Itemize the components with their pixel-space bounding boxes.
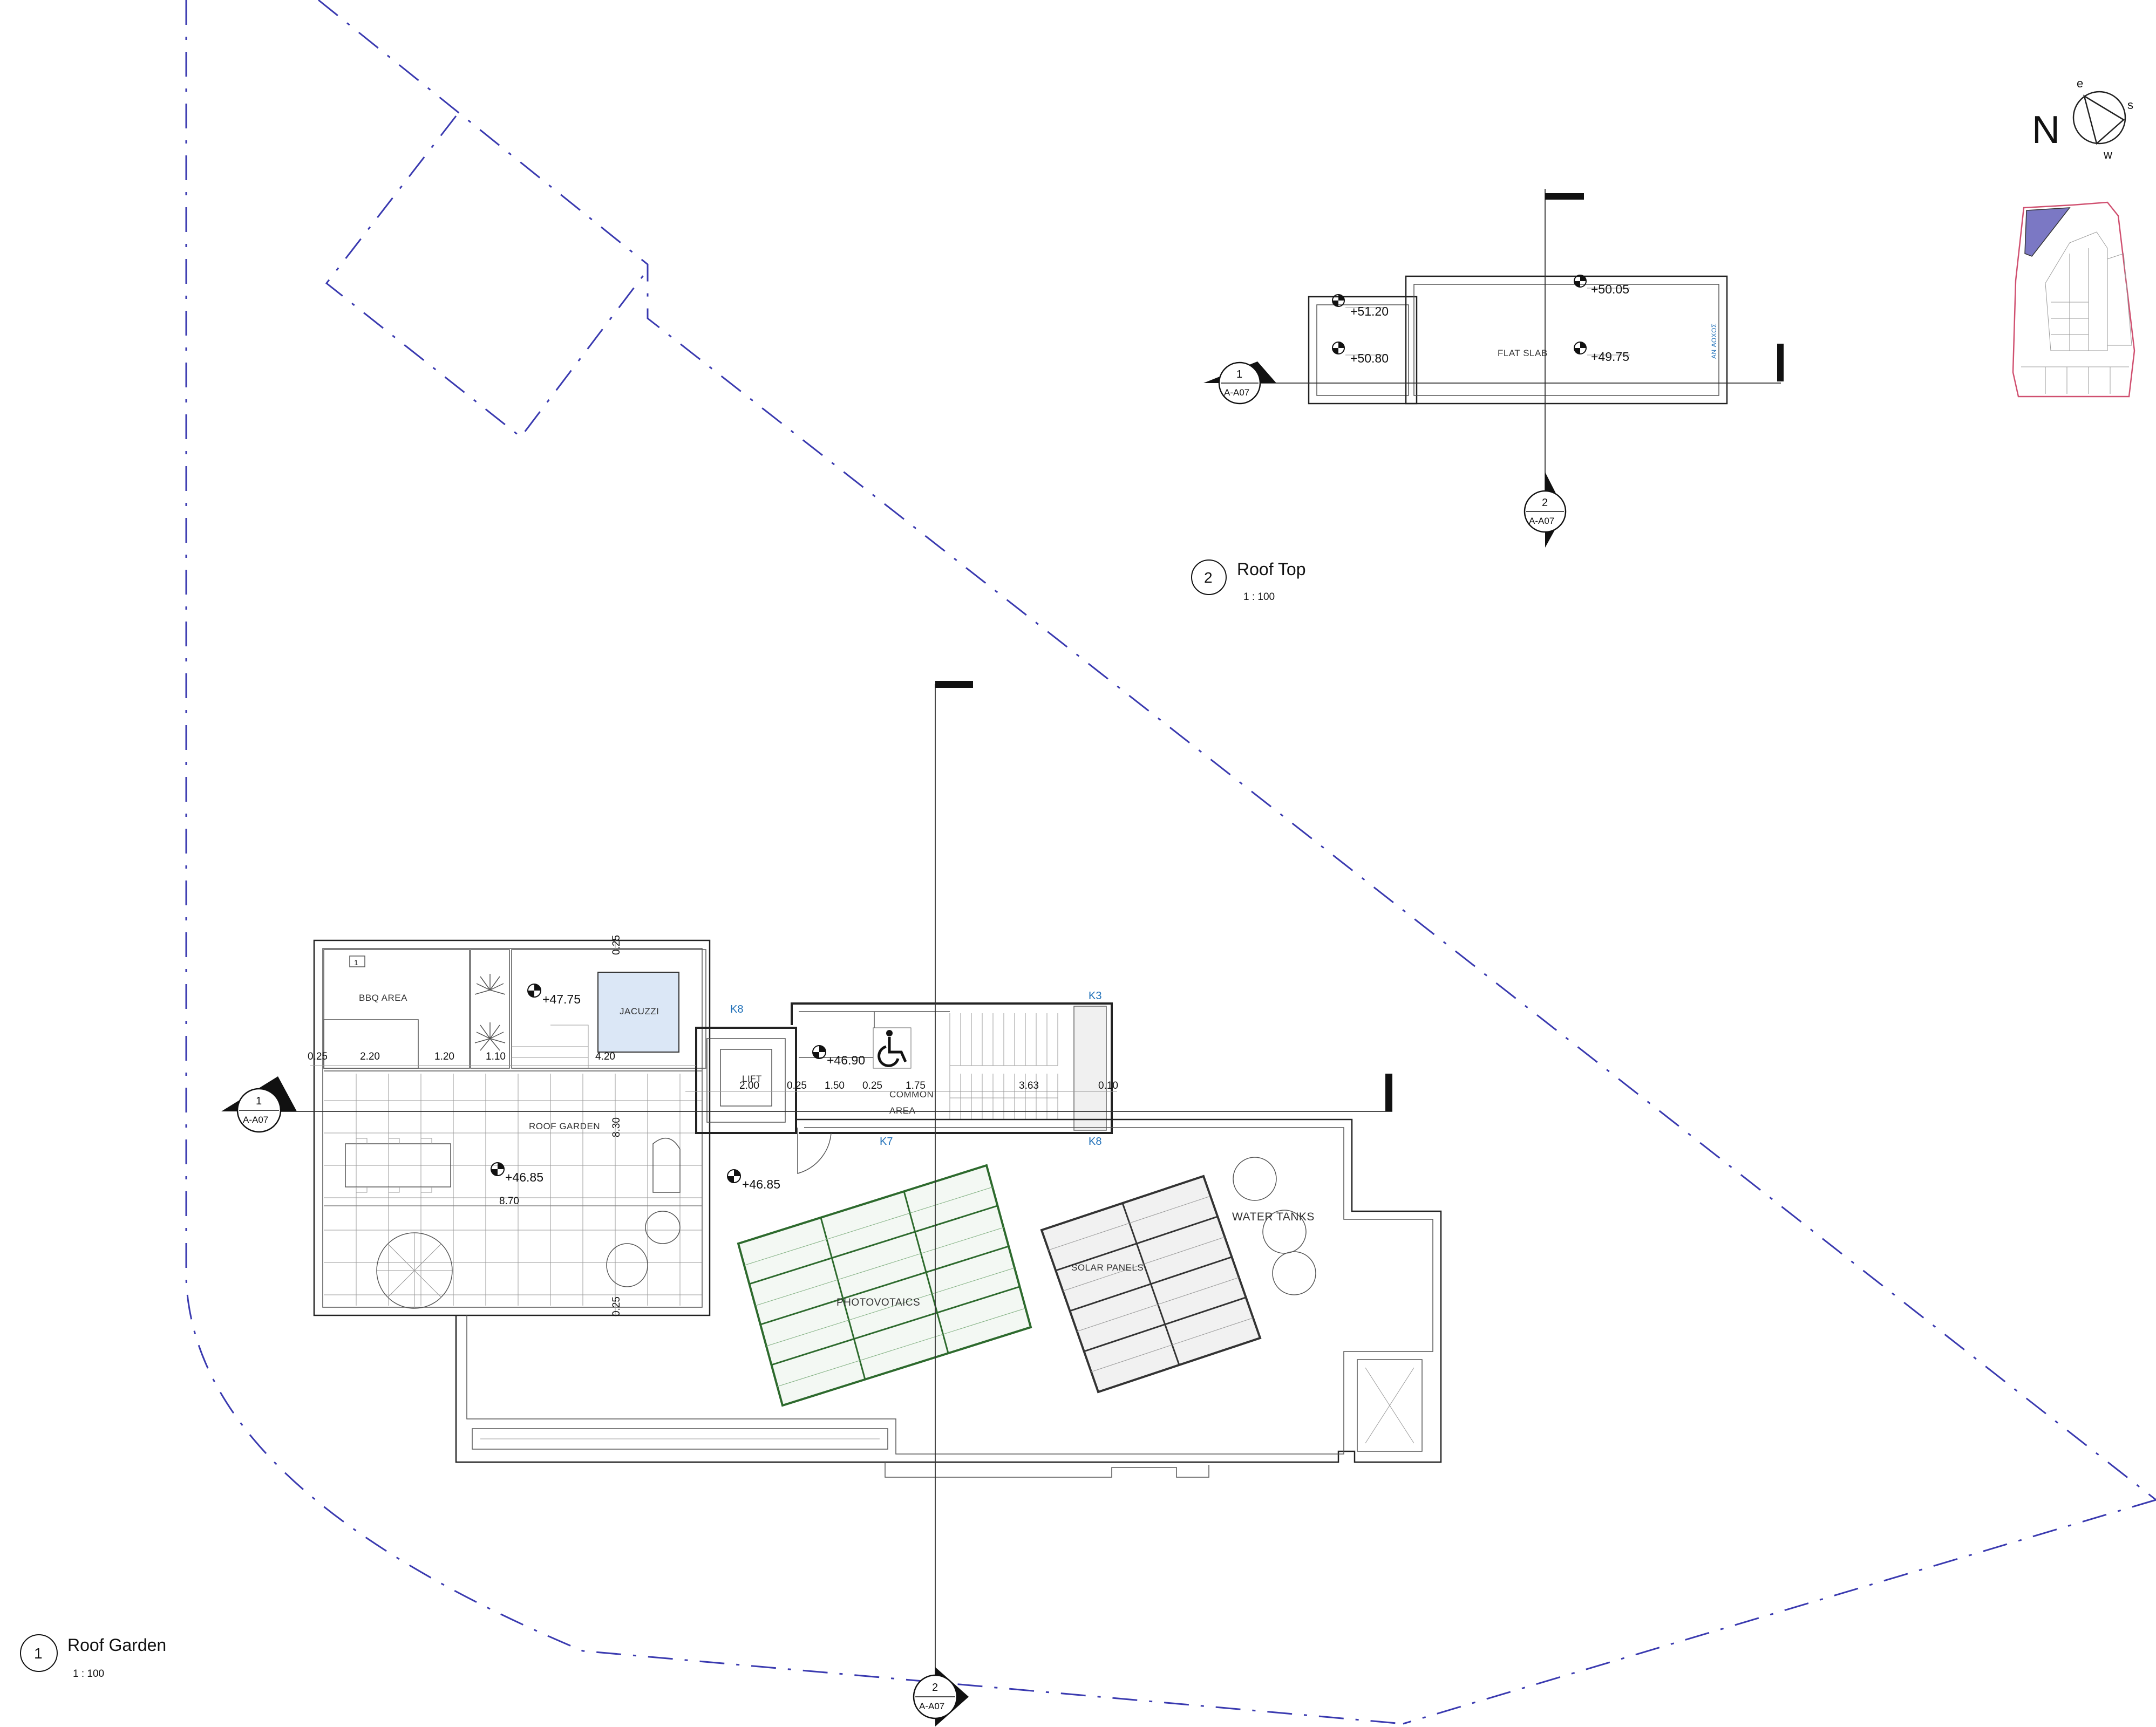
lounge-chair bbox=[652, 1137, 681, 1193]
dim-0-25-c: 0.25 bbox=[862, 1080, 882, 1091]
compass-w: w bbox=[2103, 148, 2112, 161]
room-bbq-area: BBQ AREA bbox=[359, 993, 407, 1003]
section-marker-roof-top-2[interactable]: 2 A-A07 bbox=[1524, 472, 1567, 548]
section-number: 1 bbox=[1236, 368, 1242, 380]
view-number: 2 bbox=[1204, 569, 1213, 586]
dim-0-10: 0.10 bbox=[1098, 1080, 1118, 1091]
dim-8-30: 8.30 bbox=[611, 1117, 622, 1137]
north-letter: N bbox=[2032, 108, 2060, 152]
level-marker-icon bbox=[727, 1169, 741, 1183]
column-tag-k8-bottom: K8 bbox=[1089, 1136, 1101, 1148]
wheelchair-icon bbox=[873, 1027, 912, 1069]
dim-1-50: 1.50 bbox=[825, 1080, 845, 1091]
column-tag-k8-top: K8 bbox=[730, 1004, 743, 1015]
section-sheet: A-A07 bbox=[1224, 387, 1249, 398]
plant-icon bbox=[474, 974, 506, 1051]
room-water-tanks: WATER TANKS bbox=[1232, 1211, 1315, 1223]
roof-top-plan: FLAT SLAB AN ΑΟΧΟΣ +51.20 +50.80 +50.05 bbox=[1191, 189, 1784, 603]
level-marker-icon bbox=[1574, 342, 1630, 356]
room-lift: LIFT bbox=[742, 1074, 762, 1084]
level-marker-icon bbox=[1574, 275, 1630, 289]
level-roof-garden-3: +46.85 bbox=[505, 1170, 543, 1184]
level-roof-top-1: +51.20 bbox=[1350, 304, 1389, 318]
room-solar-panels: SOLAR PANELS bbox=[1071, 1262, 1144, 1273]
level-roof-garden-1: +47.75 bbox=[542, 992, 581, 1006]
compass-circle-icon bbox=[2072, 91, 2126, 145]
level-marker-icon bbox=[1332, 294, 1387, 308]
compass-needle-icon bbox=[2083, 94, 2125, 145]
room-photovoltaics: PHOTOVOTAICS bbox=[836, 1297, 920, 1308]
dim-0-25-a: 0.25 bbox=[308, 1051, 328, 1062]
dim-4-20: 4.20 bbox=[595, 1051, 615, 1062]
bbq-icon-label: 1 bbox=[354, 958, 358, 967]
roof-top-vertical-label: AN ΑΟΧΟΣ bbox=[1710, 323, 1718, 359]
key-plan bbox=[2012, 201, 2135, 398]
door-swing bbox=[797, 1128, 832, 1174]
dim-2-00: 2.00 bbox=[739, 1080, 759, 1091]
view-scale: 1 : 100 bbox=[1243, 591, 1275, 603]
level-roof-garden-4: +46.85 bbox=[742, 1177, 780, 1191]
compass-s: s bbox=[2127, 98, 2133, 112]
dim-0-25-bottom: 0.25 bbox=[611, 1296, 622, 1316]
dim-1-20: 1.20 bbox=[434, 1051, 454, 1062]
dim-8-70: 8.70 bbox=[499, 1196, 519, 1207]
section-number: 2 bbox=[932, 1682, 938, 1694]
view-title: Roof Top bbox=[1237, 559, 1306, 579]
section-marker-roof-garden-1[interactable]: 1 A-A07 bbox=[221, 1076, 297, 1133]
room-roof-garden: ROOF GARDEN bbox=[529, 1121, 600, 1131]
section-sheet: A-A07 bbox=[919, 1701, 944, 1711]
level-marker-icon bbox=[491, 1162, 505, 1176]
level-roof-garden-2: +46.90 bbox=[827, 1053, 865, 1067]
column-tag-k7: K7 bbox=[880, 1136, 893, 1148]
view-title-roof-top: 2 Roof Top 1 : 100 bbox=[1191, 559, 1306, 603]
view-title-roof-garden: 1 Roof Garden 1 : 100 bbox=[20, 1634, 166, 1680]
dim-0-25-b: 0.25 bbox=[787, 1080, 807, 1091]
room-jacuzzi: JACUZZI bbox=[620, 1006, 659, 1016]
solar-panels-array bbox=[1040, 1175, 1262, 1394]
level-roof-top-3: +50.05 bbox=[1591, 282, 1629, 296]
roof-top-flat-slab-label: FLAT SLAB bbox=[1498, 348, 1548, 358]
site-boundary bbox=[185, 0, 2156, 1725]
view-scale: 1 : 100 bbox=[73, 1668, 104, 1680]
section-sheet: A-A07 bbox=[243, 1115, 268, 1125]
dim-2-20: 2.20 bbox=[360, 1051, 380, 1062]
key-plan-highlight bbox=[2024, 207, 2071, 257]
compass-e: e bbox=[2077, 77, 2083, 90]
level-marker-icon bbox=[1332, 342, 1387, 356]
level-marker-icon bbox=[812, 1045, 826, 1059]
dim-3-63: 3.63 bbox=[1019, 1080, 1039, 1091]
section-sheet: A-A07 bbox=[1529, 516, 1554, 526]
view-title: Roof Garden bbox=[67, 1635, 166, 1655]
level-roof-top-4: +49.75 bbox=[1591, 350, 1629, 364]
level-roof-top-2: +50.80 bbox=[1350, 351, 1389, 365]
room-common-area-2: AREA bbox=[889, 1105, 915, 1116]
section-marker-roof-garden-2[interactable]: 2 A-A07 bbox=[913, 1667, 969, 1726]
section-marker-roof-top-1[interactable]: 1 A-A07 bbox=[1203, 361, 1276, 405]
roof-garden-plan: 1 BBQ AREA JACUZZI ROOF GARDEN LIFT bbox=[20, 681, 1442, 1726]
north-arrow: N e s w bbox=[2032, 77, 2133, 161]
column-tag-k3: K3 bbox=[1089, 990, 1101, 1002]
section-number: 1 bbox=[256, 1095, 262, 1107]
dim-1-10: 1.10 bbox=[486, 1051, 506, 1062]
photovoltaics-array bbox=[737, 1164, 1032, 1407]
dim-1-75: 1.75 bbox=[906, 1080, 926, 1091]
water-tanks bbox=[1233, 1157, 1316, 1295]
view-number: 1 bbox=[34, 1645, 43, 1662]
dim-0-25-top: 0.25 bbox=[611, 935, 622, 955]
stair-treads bbox=[949, 1013, 1058, 1120]
level-marker-icon bbox=[527, 984, 541, 998]
dining-table bbox=[345, 1143, 451, 1187]
section-number: 2 bbox=[1542, 497, 1548, 509]
room-common-area-1: COMMON bbox=[889, 1089, 934, 1100]
